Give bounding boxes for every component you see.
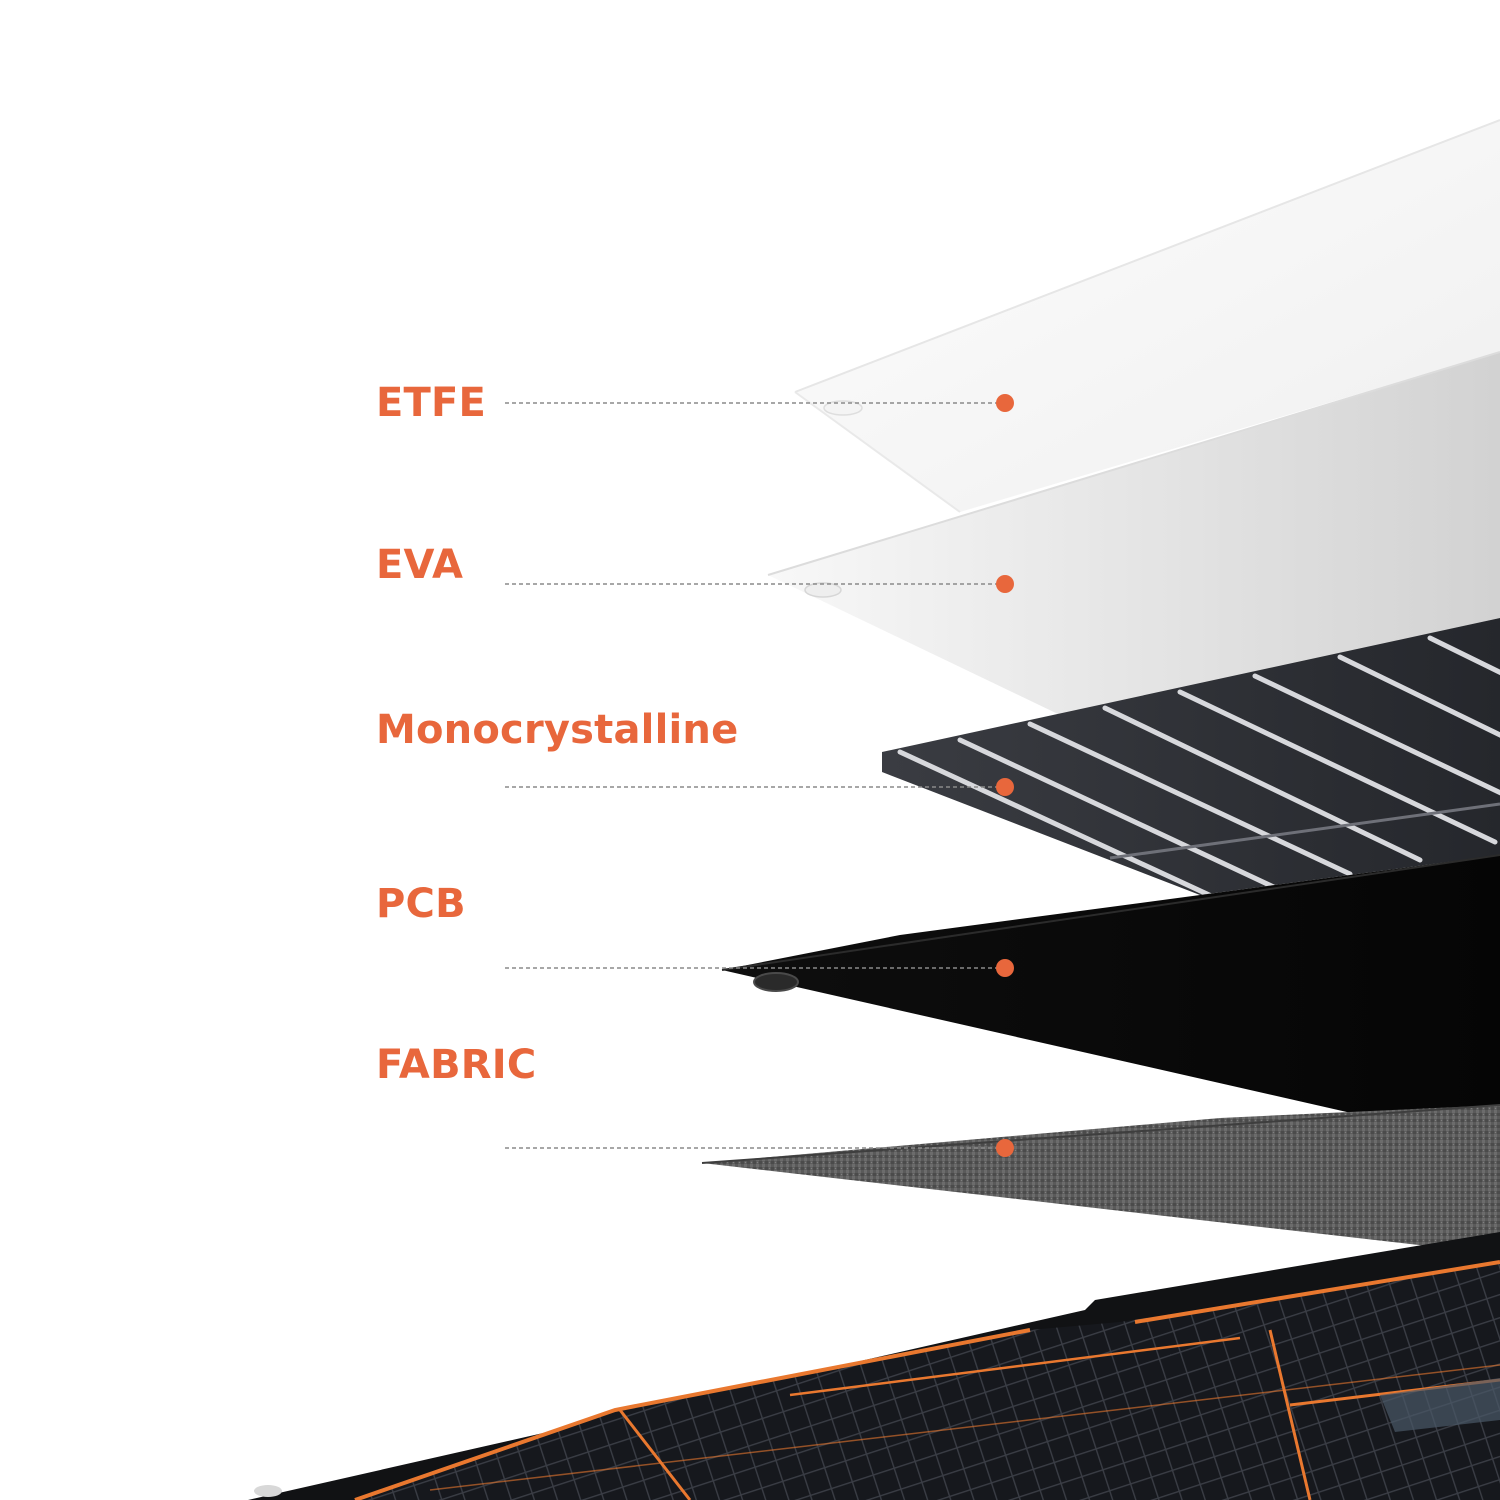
fabric-sheet (701, 1104, 1500, 1252)
eva-sheet (767, 351, 1500, 715)
panel-grommet (254, 1485, 282, 1497)
eva-grommet (804, 582, 842, 598)
fabric-marker-dot (996, 1139, 1014, 1157)
pcb-marker-dot (996, 959, 1014, 977)
leader-lines (505, 394, 1014, 1157)
pcb-grommet (753, 972, 799, 992)
monocrystalline-marker-dot (996, 778, 1014, 796)
pcb-board (721, 854, 1500, 1115)
assembled-solar-panel (248, 1232, 1500, 1500)
eva-label: EVA (376, 542, 464, 588)
etfe-marker-dot (996, 394, 1014, 412)
etfe-grommet (823, 400, 863, 416)
monocrystalline-cells (882, 618, 1500, 895)
etfe-label: ETFE (376, 380, 487, 426)
fabric-label: FABRIC (376, 1042, 537, 1088)
etfe-sheet (794, 119, 1500, 513)
pcb-label: PCB (376, 881, 466, 927)
monocrystalline-label: Monocrystalline (376, 707, 739, 753)
eva-marker-dot (996, 575, 1014, 593)
